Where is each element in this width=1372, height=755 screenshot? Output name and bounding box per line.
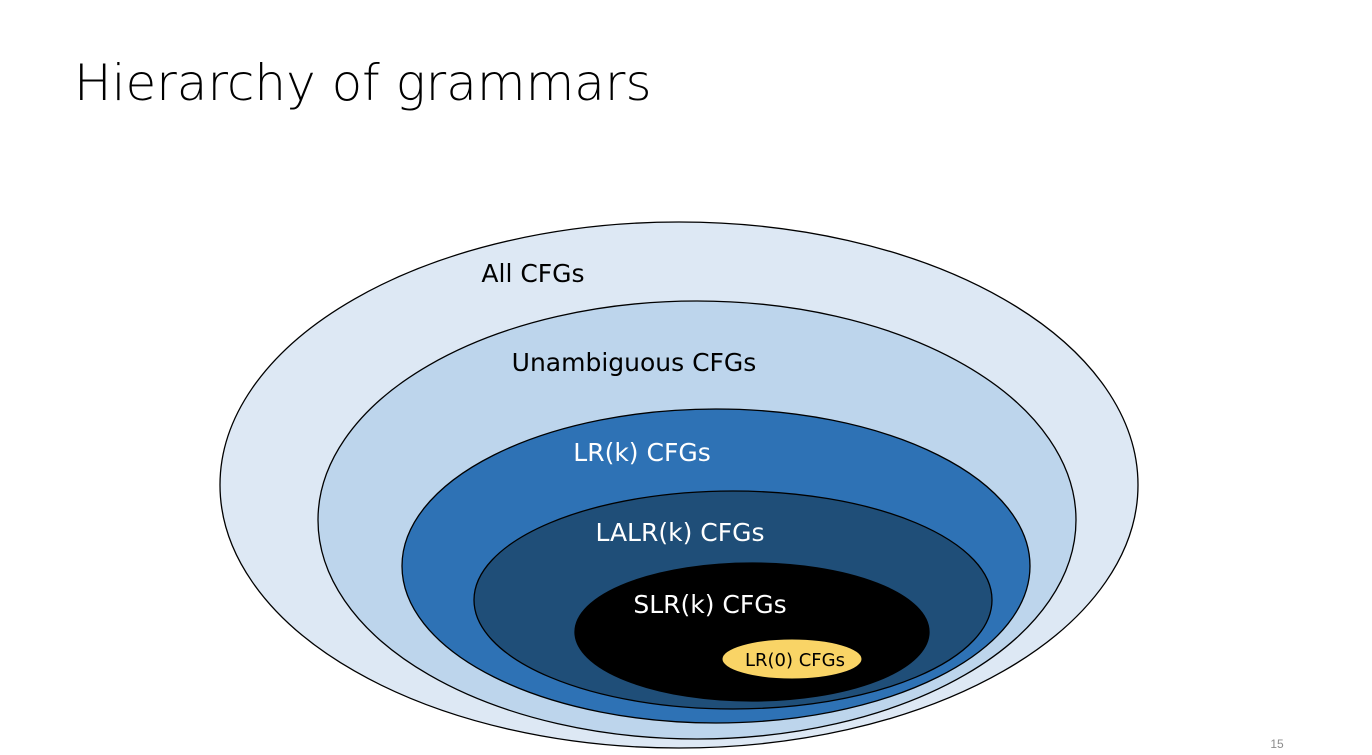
slide-title: Hierarchy of grammars xyxy=(74,54,652,112)
slide-number: 15 xyxy=(1270,737,1284,751)
ellipse-slrk-cfgs xyxy=(574,562,930,702)
ellipse-lr0-cfgs xyxy=(721,638,863,680)
label-slrk-cfgs: SLR(k) CFGs xyxy=(633,590,786,619)
label-lrk-cfgs: LR(k) CFGs xyxy=(573,438,710,467)
set-slrk-cfgs: SLR(k) CFGs xyxy=(574,562,930,702)
label-unambiguous-cfgs: Unambiguous CFGs xyxy=(512,348,757,377)
label-all-cfgs: All CFGs xyxy=(481,259,584,288)
label-lr0-cfgs: LR(0) CFGs xyxy=(745,650,845,671)
set-lr0-cfgs: LR(0) CFGs xyxy=(721,638,863,680)
label-lalrk-cfgs: LALR(k) CFGs xyxy=(595,518,764,547)
